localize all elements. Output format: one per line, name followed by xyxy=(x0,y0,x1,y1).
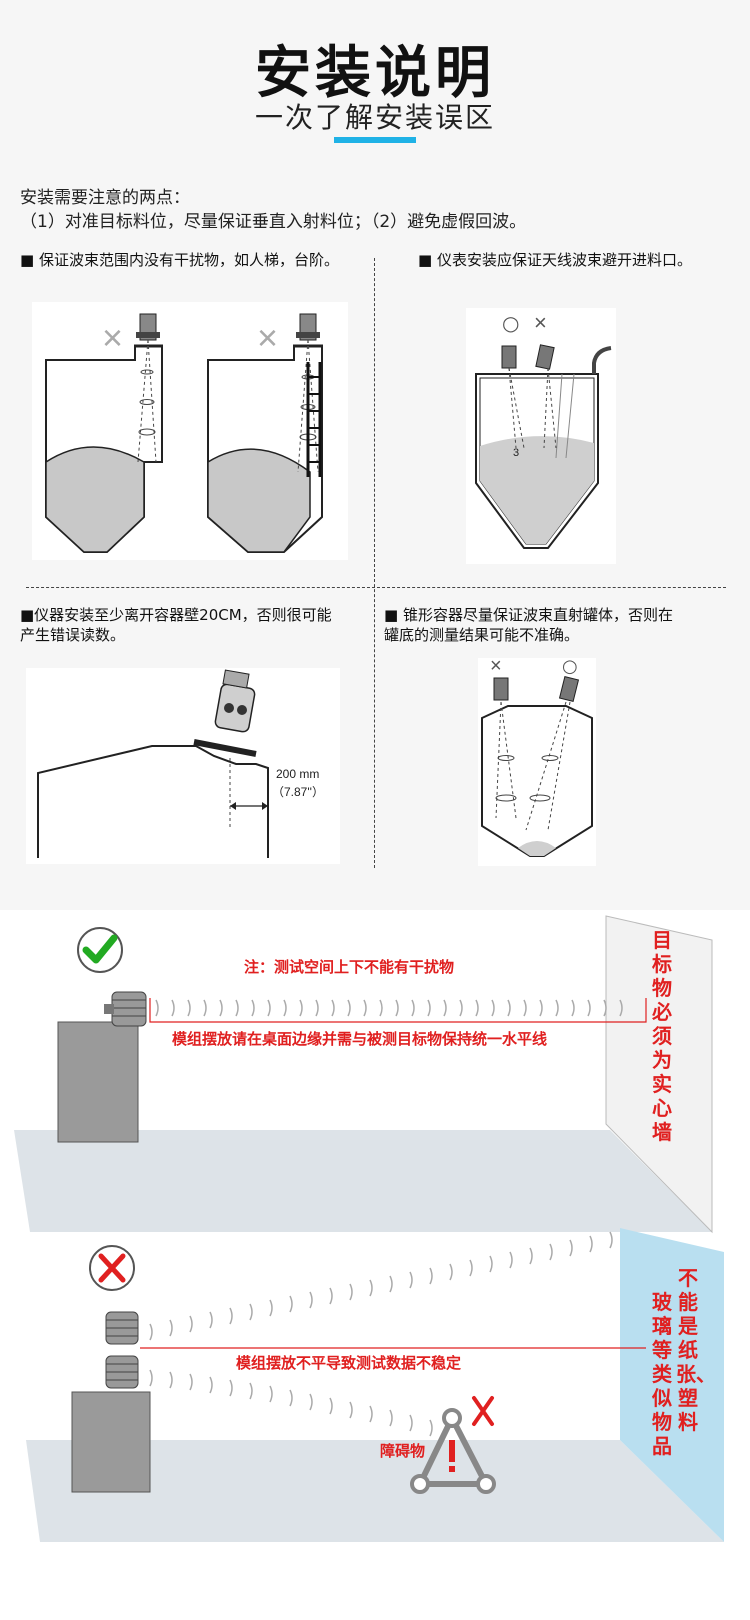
tank-with-ladder: × xyxy=(207,313,323,553)
ok-circle-icon: ○ xyxy=(562,658,578,677)
note-cone-vessel-line-2: 罐底的测量结果可能不准确。 xyxy=(384,626,580,644)
vertical-divider xyxy=(374,258,375,868)
note-wall-distance-line-1: ■仪器安装至少离开容器壁20CM，否则很可能 xyxy=(20,606,332,624)
sensor-module-lower xyxy=(105,1355,139,1389)
note-feed-inlet: ■ 仪表安装应保证天线波束避开进料口。 xyxy=(418,251,692,269)
alignment-instruction: 模组摆放请在桌面边缘并需与被测目标物保持统一水平线 xyxy=(172,1030,548,1048)
figure-wall-distance: 200 mm （7.87''） xyxy=(26,668,340,864)
page-subtitle: 一次了解安装误区 xyxy=(254,101,495,134)
figure-interference: × × xyxy=(32,302,348,560)
cross-icon: × xyxy=(534,310,547,335)
intro-line-1: 安装需要注意的两点： xyxy=(20,188,190,208)
installation-guide-section: 安装说明 一次了解安装误区 安装需要注意的两点： （1）对准目标料位，尽量保证垂… xyxy=(20,41,726,868)
intro-text: 安装需要注意的两点： （1）对准目标料位，尽量保证垂直入射料位；（2）避免虚假回… xyxy=(20,186,526,234)
cross-icon: × xyxy=(490,658,502,677)
figure-cone-vessel: × ○ xyxy=(478,658,596,866)
sensor-module-upper xyxy=(105,1311,139,1345)
material-restriction-2: 玻璃等类似物品 xyxy=(652,1290,672,1458)
obstacle-label: 障碍物 xyxy=(380,1442,426,1460)
solid-wall-requirement: 目标物必须为实心墙 xyxy=(652,928,672,1144)
test-setup-section: 注：测试空间上下不能有干扰物 模组摆放请在桌面边缘并需与被测目标物保持统一水平线… xyxy=(0,910,750,1620)
ok-circle-icon: ○ xyxy=(502,311,519,335)
intro-line-2: （1）对准目标料位，尽量保证垂直入射料位；（2）避免虚假回波。 xyxy=(20,212,527,232)
note-cone-vessel-line-1: ■ 锥形容器尽量保证波束直射罐体，否则在 xyxy=(384,606,673,624)
cross-badge-icon xyxy=(89,1245,135,1291)
obstacle-warning-icon xyxy=(410,1396,496,1494)
note-cone-vessel: ■ 锥形容器尽量保证波束直射罐体，否则在 罐底的测量结果可能不准确。 xyxy=(384,605,673,645)
material-restriction-1: 不能是纸张、塑料 xyxy=(676,1266,716,1434)
note-interference: ■ 保证波束范围内没有干扰物，如人梯，台阶。 xyxy=(20,251,339,269)
signal-waves xyxy=(155,999,623,1017)
sensor-module xyxy=(104,991,147,1027)
page-title: 安装说明 xyxy=(255,41,495,106)
figure-feed-inlet: ○ × 3 xyxy=(466,308,616,564)
horizontal-divider xyxy=(26,587,726,588)
correct-setup-scene xyxy=(14,915,713,1234)
check-badge-icon xyxy=(77,927,123,973)
incorrect-setup-scene xyxy=(26,1228,724,1542)
signal-waves-downward xyxy=(149,1369,433,1437)
note-wall-distance: ■仪器安装至少离开容器壁20CM，否则很可能 产生错误读数。 xyxy=(20,605,332,645)
title-accent-bar xyxy=(334,137,416,143)
signal-waves-upward xyxy=(149,1231,613,1341)
tank-with-step: × xyxy=(45,313,163,553)
angle-label: 3 xyxy=(513,447,519,459)
cross-icon: × xyxy=(257,317,278,358)
dimension-mm-label: 200 mm xyxy=(276,767,319,781)
dimension-inch-label: （7.87''） xyxy=(272,785,324,799)
note-wall-distance-line-2: 产生错误读数。 xyxy=(20,626,126,644)
unstable-data-warning: 模组摆放不平导致测试数据不稳定 xyxy=(236,1354,462,1372)
interference-note: 注：测试空间上下不能有干扰物 xyxy=(244,958,455,976)
cross-icon: × xyxy=(102,317,123,358)
